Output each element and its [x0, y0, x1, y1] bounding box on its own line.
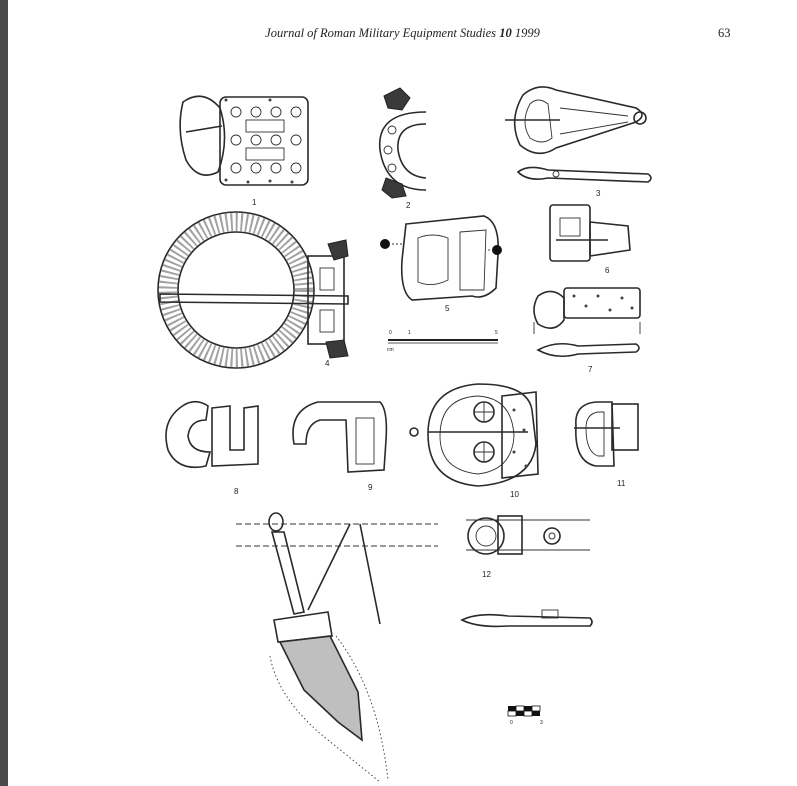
- label-5: 5: [445, 304, 450, 313]
- object-9-buckle-outline: [292, 401, 388, 473]
- label-1: 1: [252, 198, 257, 207]
- journal-title: Journal of Roman Military Equipment Stud…: [265, 26, 497, 40]
- label-2: 2: [406, 201, 411, 210]
- running-head: Journal of Roman Military Equipment Stud…: [8, 26, 797, 41]
- label-3: 3: [596, 189, 601, 198]
- label-6: 6: [605, 266, 610, 275]
- object-11-small-buckle: [574, 401, 639, 467]
- object-3-triangular-buckle: [505, 86, 652, 183]
- label-8: 8: [234, 487, 239, 496]
- object-8-buckle-outline: [165, 400, 259, 469]
- scale-bar: 0 1 5 cm: [387, 330, 498, 353]
- object-6-square-buckle: [549, 204, 631, 262]
- scale-tick-5: 5: [495, 330, 498, 336]
- label-4: 4: [325, 359, 330, 368]
- scale-tick-0: 0: [389, 330, 392, 336]
- label-12: 12: [482, 570, 491, 579]
- label-7: 7: [588, 365, 593, 374]
- object-4-ring-buckle: [157, 211, 349, 369]
- dagger-drawing: [236, 512, 438, 783]
- small-scale-tick-3: 3: [540, 720, 543, 726]
- year: 1999: [514, 26, 540, 40]
- object-12-strap-buckle: [460, 515, 593, 628]
- label-9: 9: [368, 483, 373, 492]
- object-2-zoomorphic-buckle: [378, 87, 427, 199]
- label-11: 11: [617, 479, 626, 488]
- plate-figure: 1 2 3: [157, 86, 652, 783]
- page-number: 63: [718, 26, 731, 40]
- volume-number: 10: [499, 26, 512, 40]
- object-1-buckle-plate: [179, 95, 309, 186]
- scale-unit: cm: [387, 347, 394, 353]
- journal-page: Journal of Roman Military Equipment Stud…: [8, 0, 797, 786]
- object-7-strap-buckle: [533, 287, 641, 358]
- scale-tick-1: 1: [408, 330, 411, 336]
- small-scale-tick-0: 0: [510, 720, 513, 726]
- object-5-double-loop-buckle: [380, 215, 502, 301]
- object-10-rosette-buckle: [409, 383, 539, 487]
- label-10: 10: [510, 490, 519, 499]
- scale-bar-small: 0 3: [507, 705, 543, 726]
